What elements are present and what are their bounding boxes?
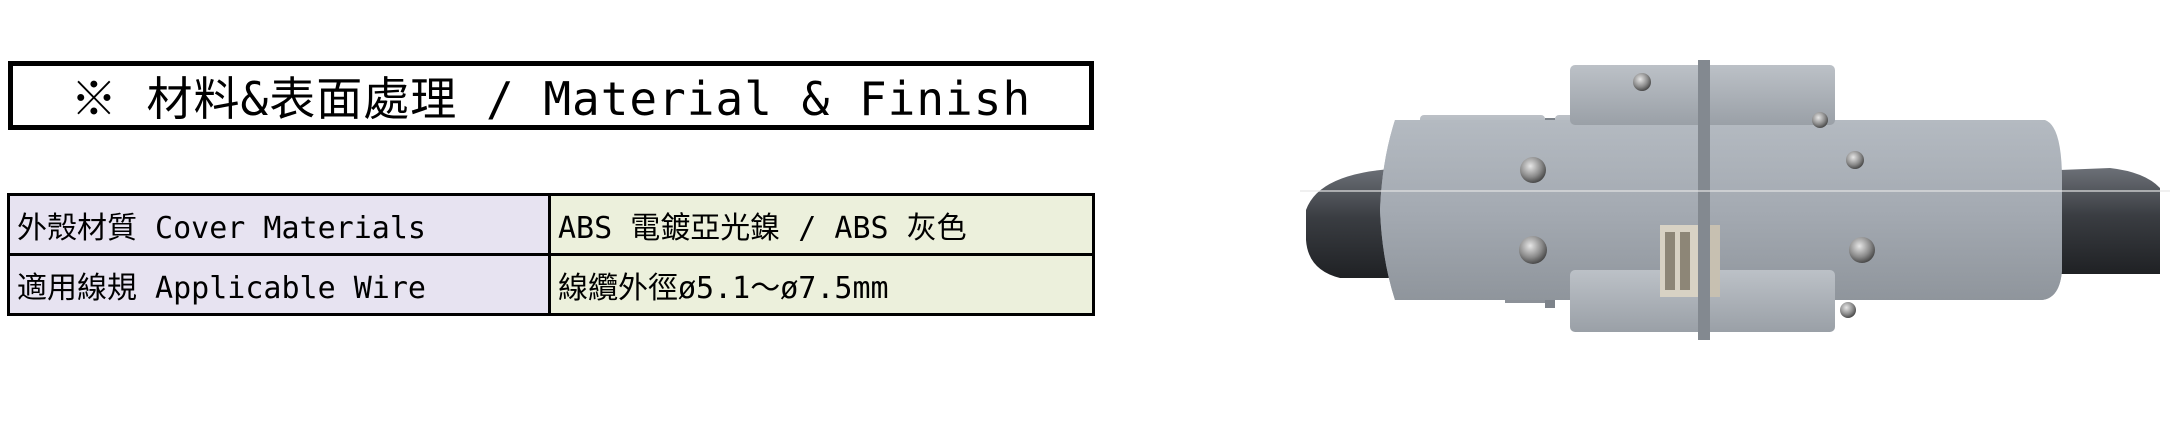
screw [1849, 237, 1875, 263]
spec-label-applicable-wire: 適用線規 Applicable Wire [7, 253, 551, 316]
connector-photo-icon [1300, 60, 2170, 340]
spec-label-cover-materials: 外殼材質 Cover Materials [7, 193, 551, 256]
connector-shell [1380, 60, 2062, 340]
screw [1840, 302, 1856, 318]
screw [1633, 73, 1651, 91]
spec-value-applicable-wire: 線纜外徑ø5.1～ø7.5mm [548, 253, 1095, 316]
section-title: ※ 材料&表面處理 / Material & Finish [70, 71, 1032, 126]
spec-value-cover-materials: ABS 電鍍亞光鎳 / ABS 灰色 [548, 193, 1095, 256]
mating-window [1660, 225, 1720, 297]
screw [1520, 157, 1546, 183]
table-row: 適用線規 Applicable Wire 線纜外徑ø5.1～ø7.5mm [7, 253, 1095, 316]
spec-table: 外殼材質 Cover Materials ABS 電鍍亞光鎳 / ABS 灰色 … [7, 193, 1095, 316]
right-cable [2060, 168, 2160, 274]
section-title-box: ※ 材料&表面處理 / Material & Finish [8, 61, 1094, 130]
screw [1846, 151, 1864, 169]
screw [1812, 112, 1828, 128]
screw [1519, 236, 1547, 264]
table-row: 外殼材質 Cover Materials ABS 電鍍亞光鎳 / ABS 灰色 [7, 193, 1095, 256]
